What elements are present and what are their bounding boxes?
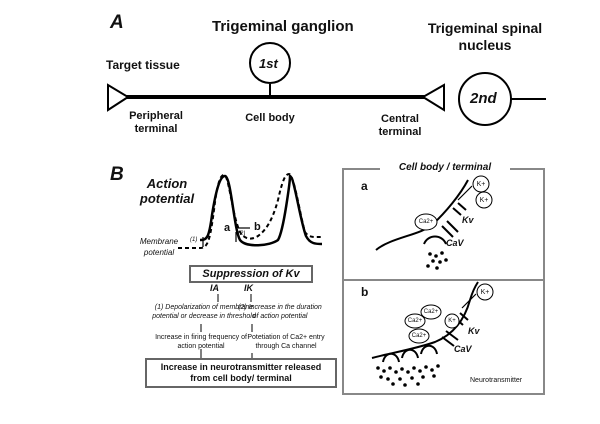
target-tissue-label: Target tissue xyxy=(106,58,180,72)
inset-a-letter: a xyxy=(361,179,368,193)
cav-label-a: CaV xyxy=(446,238,464,248)
right-step-1: (2) Increase in the duration of action p… xyxy=(238,304,322,320)
ganglion-label: Trigeminal ganglion xyxy=(212,18,354,35)
result-box xyxy=(145,358,337,388)
k-arrow-b xyxy=(461,293,477,309)
k-arrow-a xyxy=(457,185,473,201)
action-potential-traces xyxy=(178,172,323,249)
ca-ion-a xyxy=(414,213,438,231)
panel-a-letter: A xyxy=(110,12,124,33)
inset-title: Cell body / terminal xyxy=(398,162,492,173)
trace-a-label: a xyxy=(224,222,231,234)
ca-ion-b3 xyxy=(408,328,430,344)
cell-body-label: Cell body xyxy=(245,112,295,124)
vesicles-a xyxy=(426,251,448,270)
inset-panel xyxy=(342,162,545,395)
kv-label-a: Kv xyxy=(462,215,474,225)
k-ion-b1 xyxy=(476,283,494,301)
ca-ion-b1-label: Ca2+ xyxy=(407,318,423,324)
flowchart xyxy=(145,265,337,388)
membrane-potential-label: Membrane potential xyxy=(139,237,179,257)
left-step-1: (1) Depolarization of membrane potential… xyxy=(152,304,256,320)
peripheral-terminal-icon xyxy=(107,83,130,112)
k-ion-a2 xyxy=(475,191,493,209)
left-step-2: Increase in firing frequency of action p… xyxy=(155,334,247,350)
mark-1-label: (1) xyxy=(190,237,198,243)
current-ik: IK xyxy=(244,283,253,293)
k-ion-a2-label: K+ xyxy=(479,197,489,204)
k-ion-b2 xyxy=(444,313,460,329)
inset-frame xyxy=(342,168,545,395)
vesicles-b xyxy=(376,364,440,387)
k-ion-a1-label: K+ xyxy=(476,181,486,188)
ca-ion-b1 xyxy=(404,313,426,329)
nucleus-label: Trigeminal spinal nucleus xyxy=(427,20,543,53)
mark-2-label: (2) xyxy=(238,231,246,237)
central-terminal-icon xyxy=(421,83,445,112)
vesicle-cup-b2 xyxy=(401,348,419,359)
membrane-b xyxy=(371,281,479,359)
result-text: Increase in neurotransmitter released fr… xyxy=(160,362,322,383)
k-ion-a1 xyxy=(472,175,490,193)
vesicle-cup-b1 xyxy=(382,352,400,363)
peripheral-terminal-label: Peripheral terminal xyxy=(129,110,183,135)
inset-title-bg xyxy=(380,162,510,176)
panel-a-diagram xyxy=(107,42,546,126)
first-neuron-circle xyxy=(249,42,291,84)
suppression-box xyxy=(189,265,313,283)
kv-channel-a xyxy=(441,202,467,238)
current-ia: IA xyxy=(210,283,219,293)
vesicle-cup-b3 xyxy=(420,344,438,355)
k-ion-b1-label: K+ xyxy=(480,289,490,296)
ca-ion-b3-label: Ca2+ xyxy=(411,333,427,339)
neurotransmitter-label: Neurotransmitter xyxy=(470,377,523,384)
right-step-2: Potetiation of Ca2+ entry through Ca cha… xyxy=(247,334,325,350)
second-neuron-label: 2nd xyxy=(470,90,497,107)
panel-b-letter: B xyxy=(110,164,124,185)
cav-label-b: CaV xyxy=(454,344,472,354)
trace-a-solid xyxy=(199,174,323,247)
vesicle-cup-a xyxy=(423,235,447,245)
suppression-title: Suppression of Kv xyxy=(202,268,300,280)
k-ion-b2-label: K+ xyxy=(448,318,456,324)
trace-b-label: b xyxy=(254,221,261,233)
action-potential-label: Action potential xyxy=(139,176,195,206)
inset-b-letter: b xyxy=(361,285,369,299)
ca-ion-a-label: Ca2+ xyxy=(418,219,434,225)
central-terminal-label: Central terminal xyxy=(378,113,422,138)
kv-label-b: Kv xyxy=(468,326,480,336)
first-neuron-label: 1st xyxy=(259,56,278,71)
ca-ion-b2 xyxy=(420,304,442,320)
ca-ion-b2-label: Ca2+ xyxy=(423,309,439,315)
